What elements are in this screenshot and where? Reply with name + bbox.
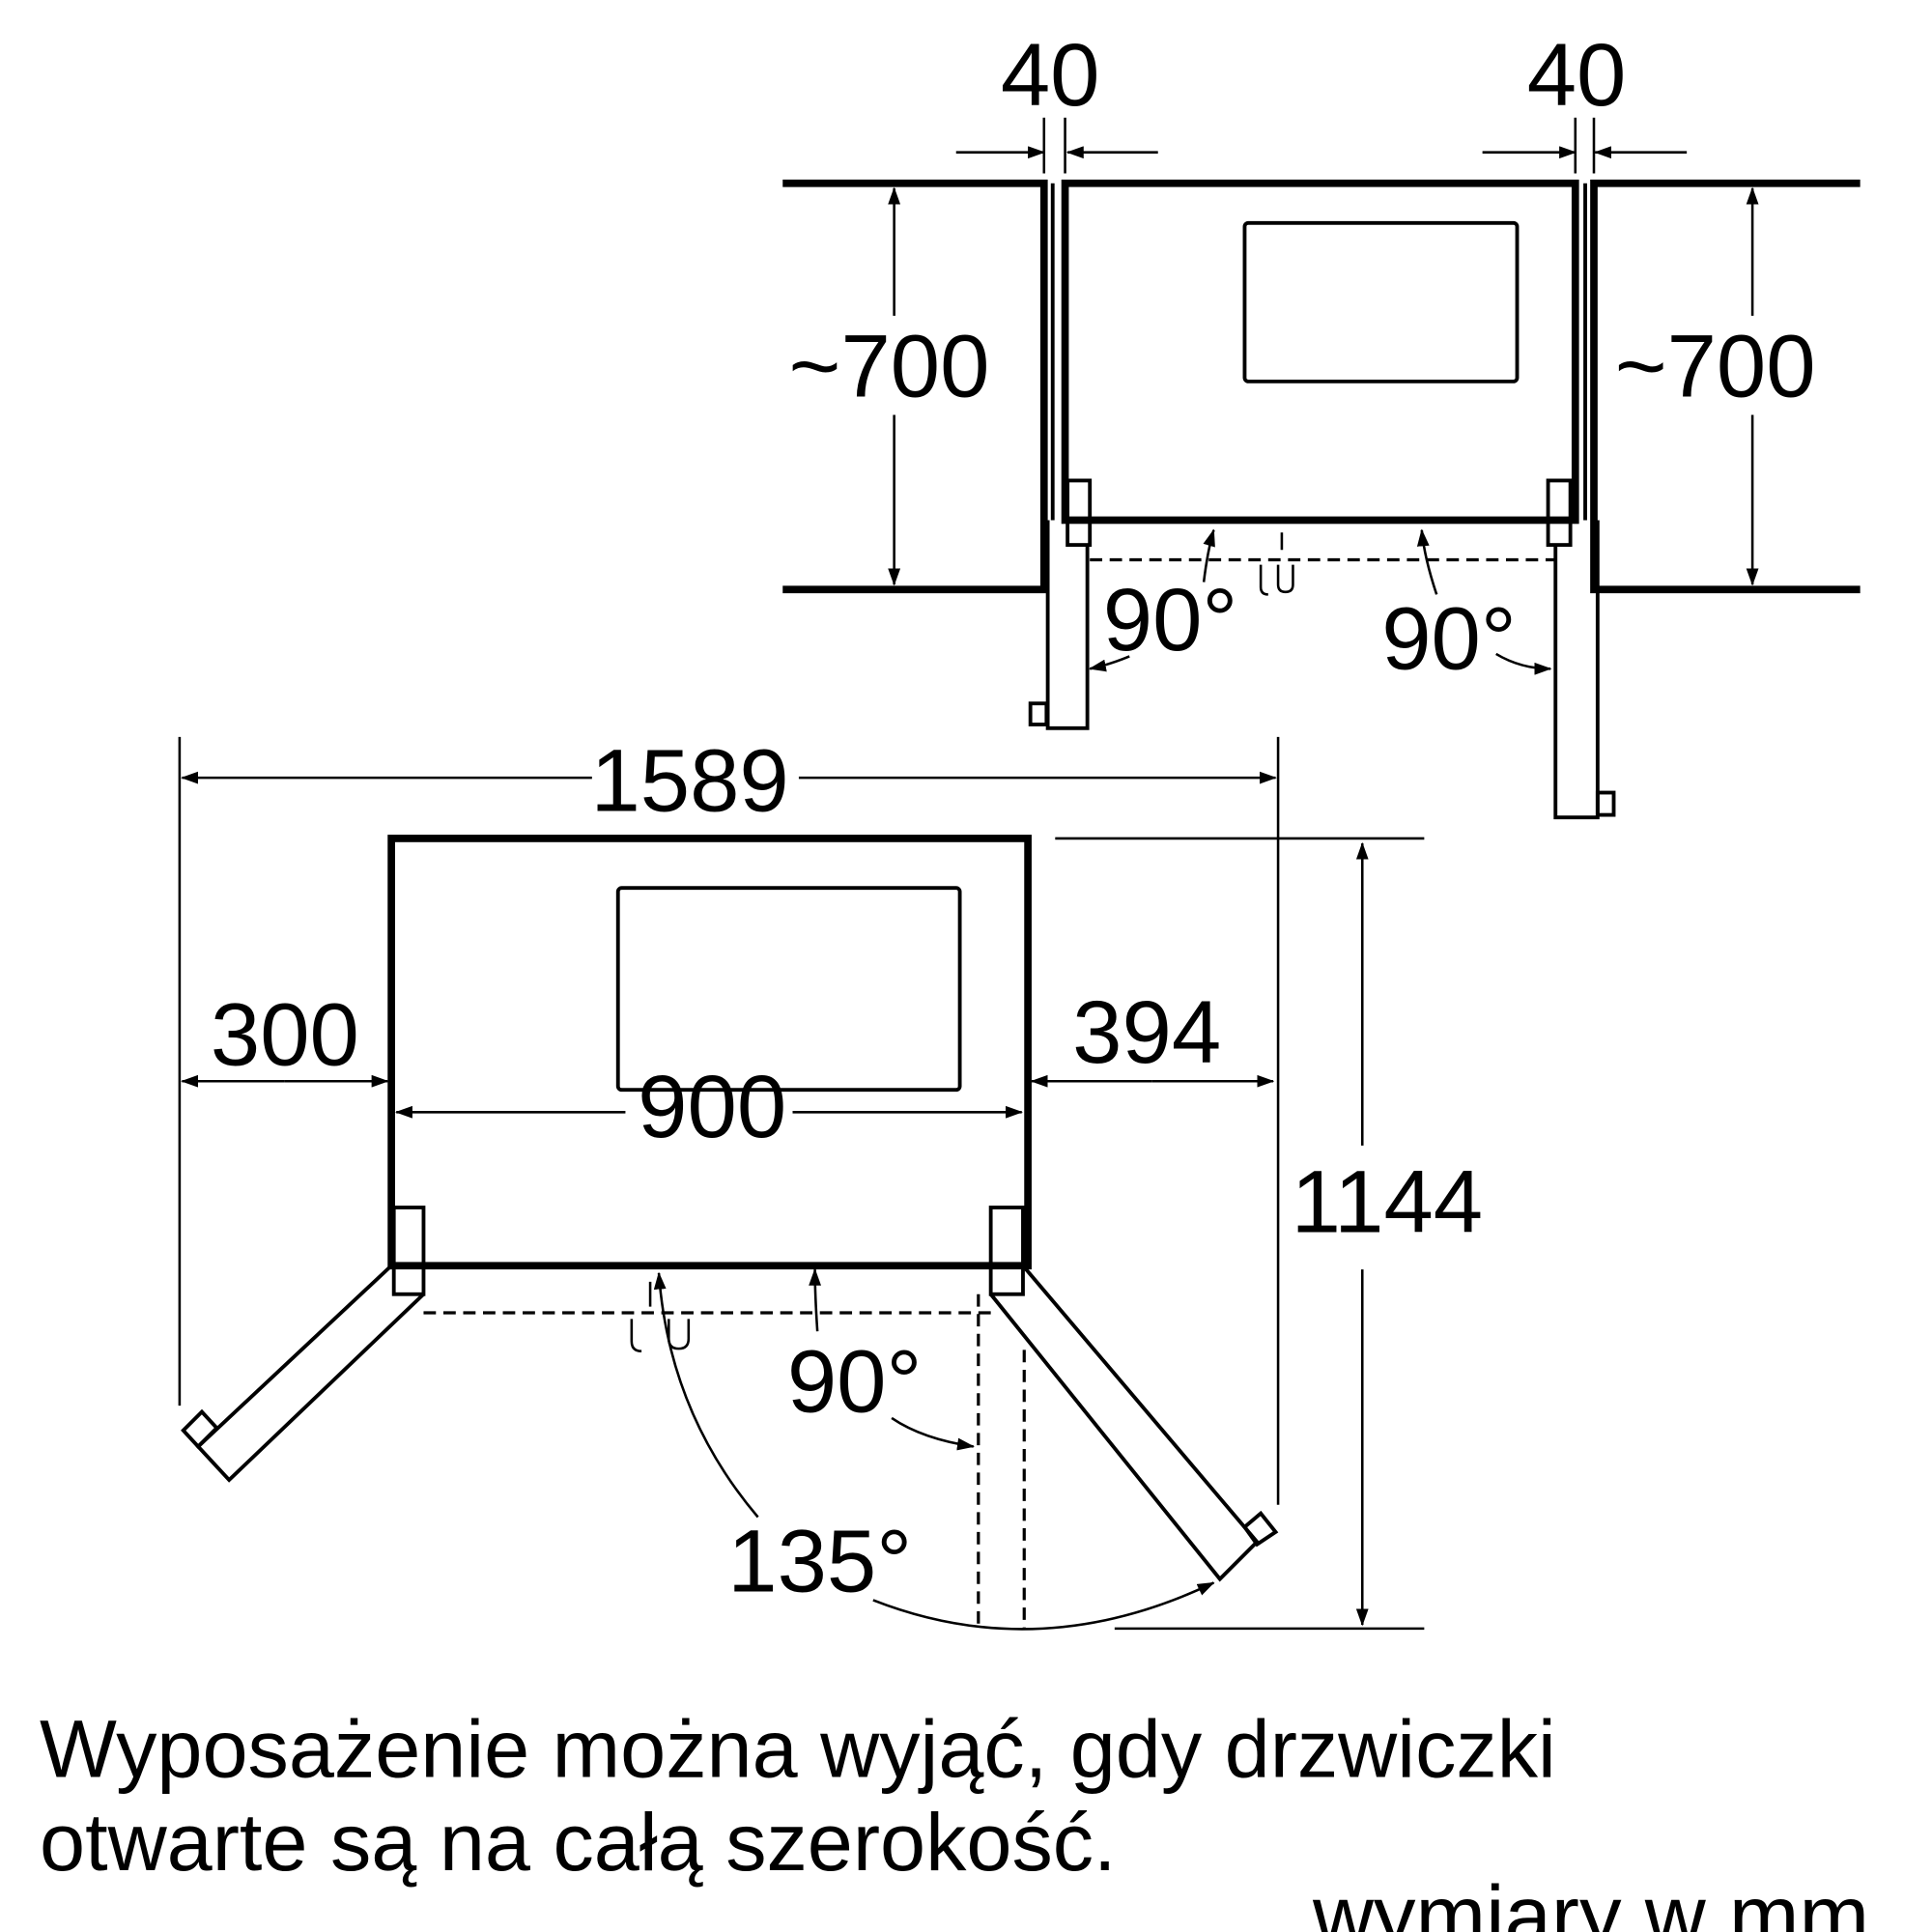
total-width-label: 1589 [590,730,788,831]
appliance-panel [615,886,962,1093]
door-right-open [1553,520,1616,820]
total-depth-label: 1144 [1292,1151,1483,1252]
hinge-right [988,1206,1025,1296]
hinge-right [1546,478,1573,548]
angle-max-label: 135° [727,1510,912,1610]
angle-open-label: 90° [787,1331,923,1432]
note-line-1: Wyposażenie można wyjąć, gdy drzwiczki [40,1703,1556,1795]
gap-left-label: 40 [1001,24,1100,125]
right-clearance-label: 394 [1072,981,1221,1082]
hinge-left [1065,478,1093,548]
gap-right-label: 40 [1527,24,1627,125]
top-view: 40 40 ~700 ~700 90° 90° [782,24,1861,820]
door-left-open [1028,520,1090,730]
handle-symbol [1259,532,1294,596]
appliance-body [1061,179,1579,525]
angle-left-label: 90° [1103,569,1238,669]
bottom-view: 1589 300 900 394 1144 90° 135° [178,730,1483,1631]
appliance-body [387,835,1032,1270]
wall-lines [782,179,1861,594]
angle-right-label: 90° [1381,587,1517,688]
hinge-left [391,1206,426,1296]
door-right-open [989,1264,1279,1582]
depth-right-label: ~700 [1615,315,1816,415]
depth-left-label: ~700 [789,315,990,415]
left-clearance-label: 300 [211,984,359,1085]
appliance-width-label: 900 [638,1056,786,1156]
door-left-open [181,1264,425,1483]
appliance-panel [1242,220,1520,384]
units-label: wymiary w mm [1312,1869,1869,1932]
note-line-2: otwarte są na całą szerokość. [40,1796,1117,1888]
